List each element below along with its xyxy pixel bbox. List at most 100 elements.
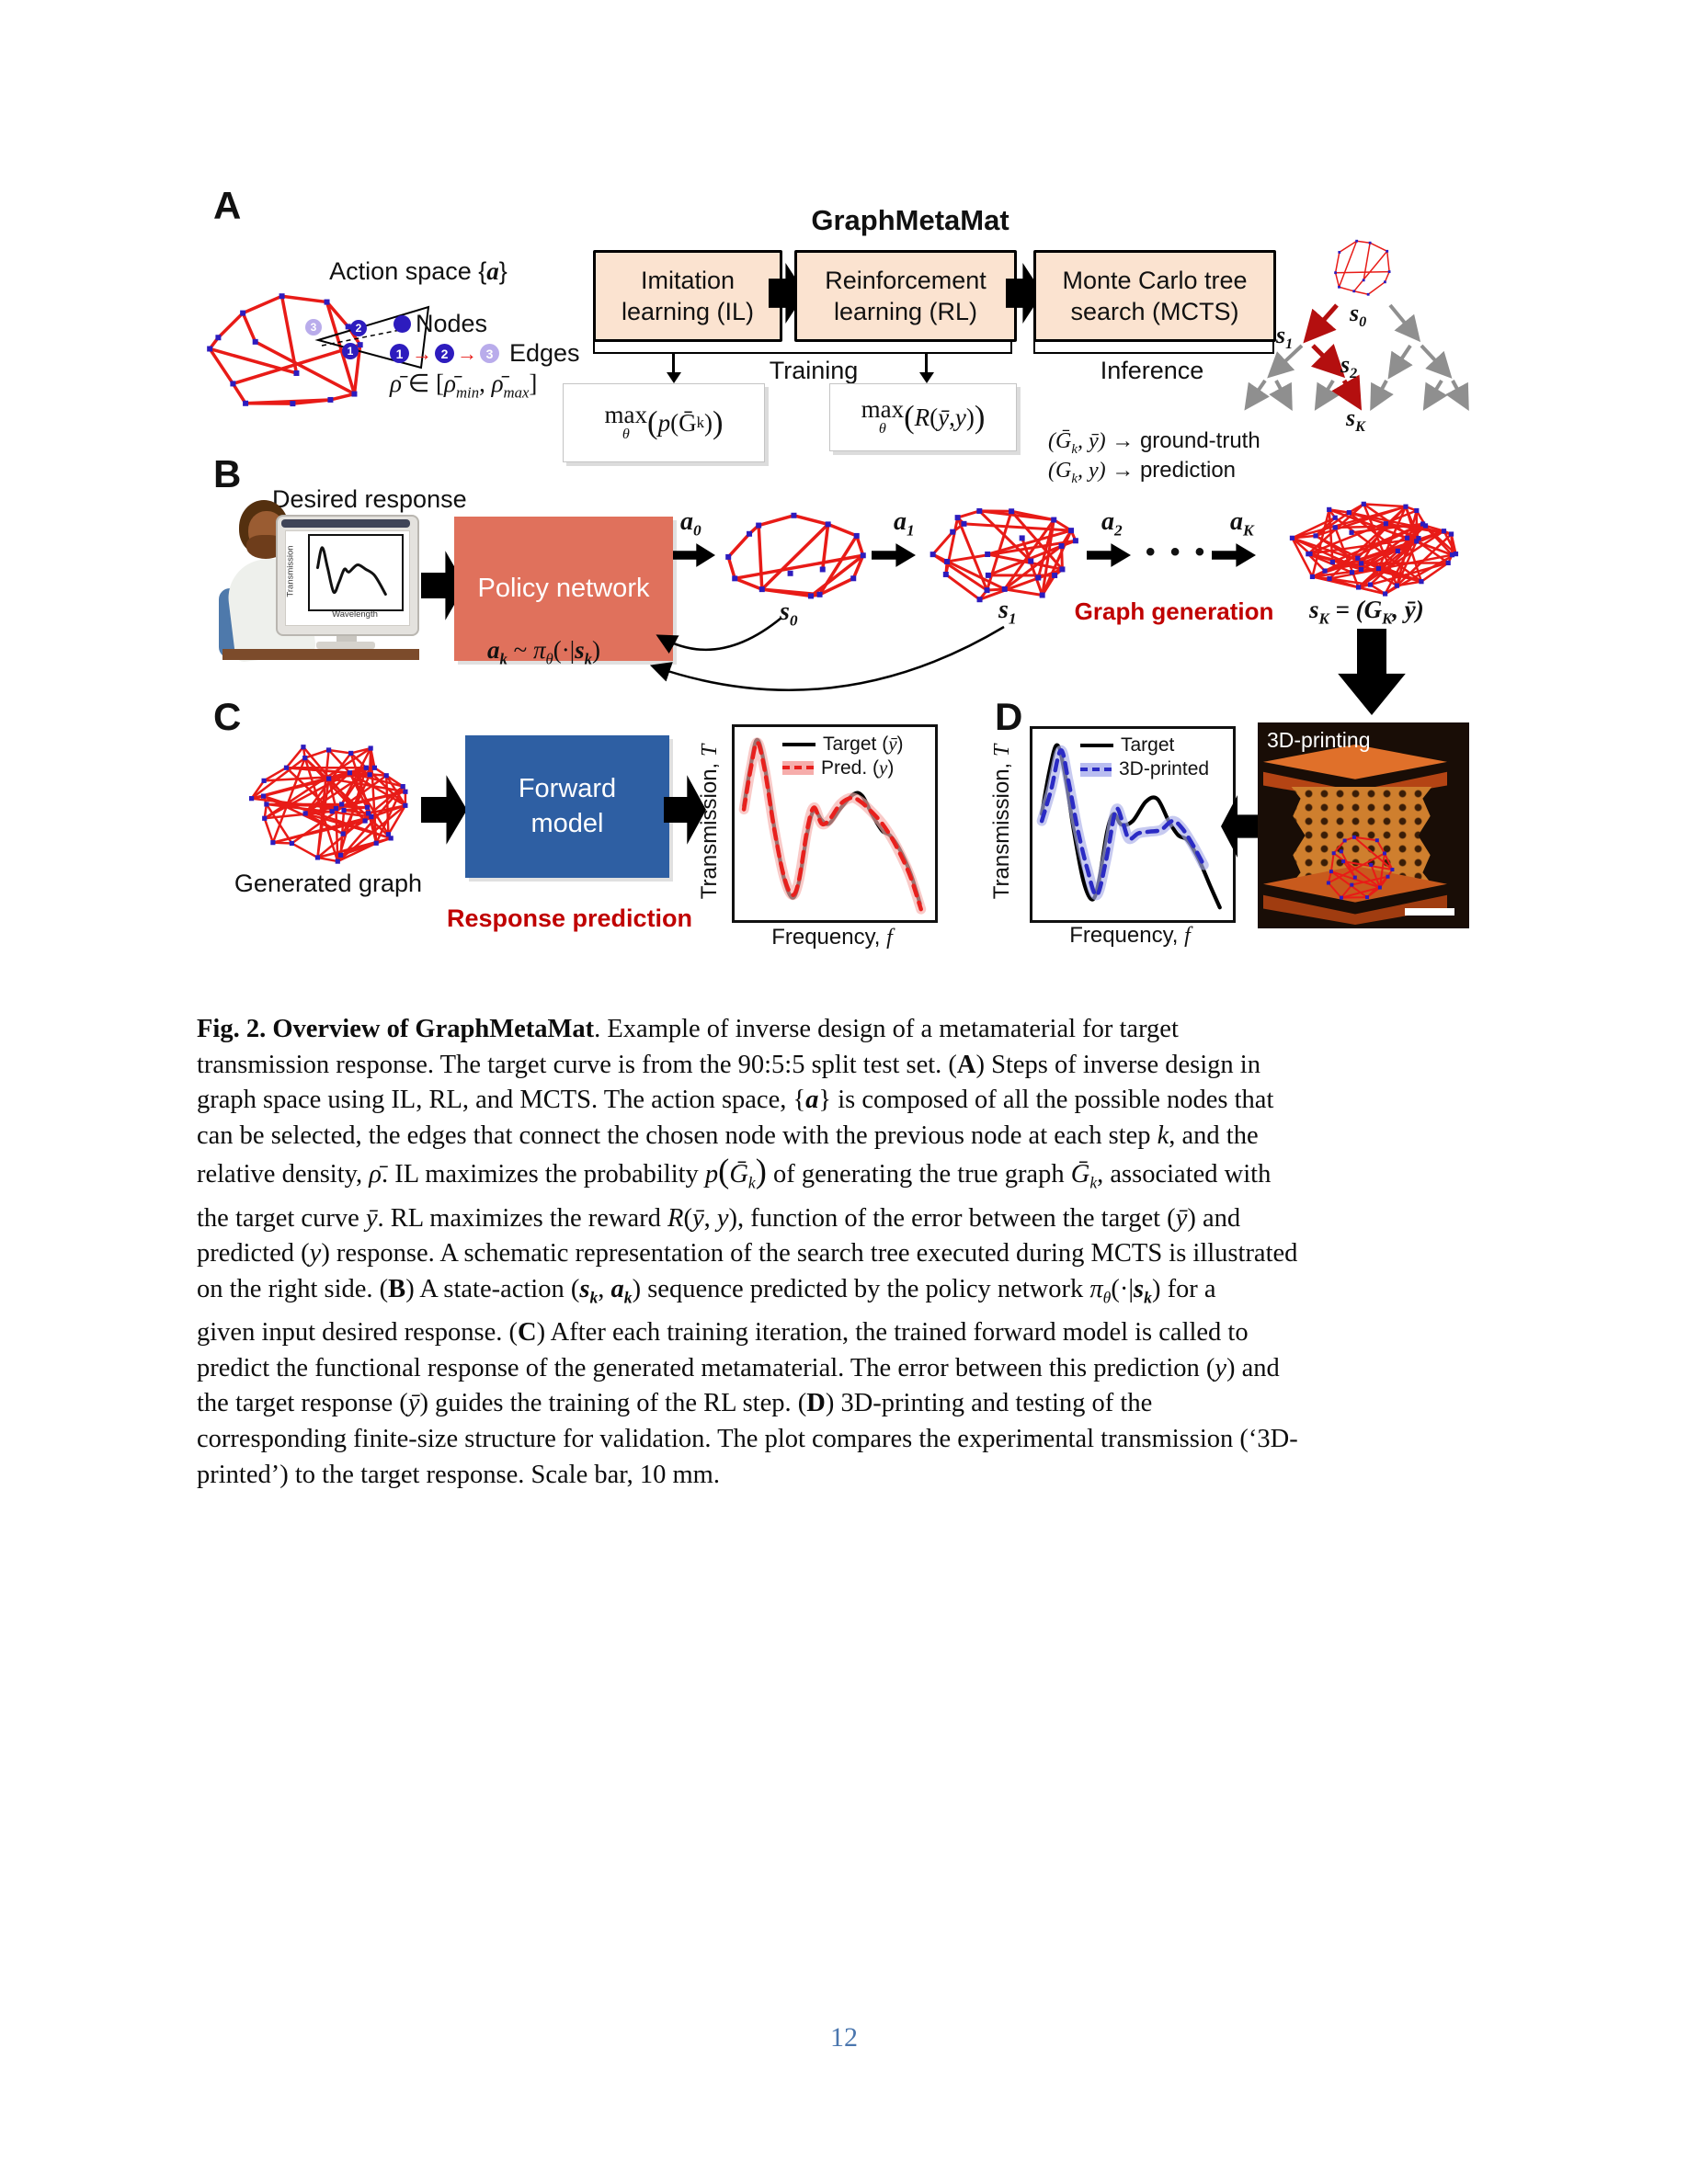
mcts-root-graph xyxy=(1334,239,1391,296)
plot-d: Target 3D-printed xyxy=(1030,726,1236,923)
response-prediction-label: Response prediction xyxy=(447,904,693,932)
generated-graph-label: Generated graph xyxy=(234,870,423,897)
edge-arrow-icon: → xyxy=(457,341,477,365)
ellipsis: • • • xyxy=(1146,537,1209,567)
inference-bracket xyxy=(1033,340,1274,354)
graph-generation-label: Graph generation xyxy=(1074,597,1274,625)
sk-graph xyxy=(1289,501,1459,597)
plot-d-legend-target: Target xyxy=(1080,734,1174,756)
page-number: 12 xyxy=(830,2022,858,2053)
edge-step-3: 3 xyxy=(480,344,499,363)
pred-band-swatch-icon xyxy=(782,761,814,775)
plot-c: Target (ȳ) Pred. (y) xyxy=(732,724,938,923)
caption-line: printed’) to the target response. Scale … xyxy=(197,1460,720,1489)
a1-label: a1 xyxy=(894,507,915,540)
prediction-legend: (Gk, y) → prediction xyxy=(1048,458,1237,486)
photo-graph-overlay xyxy=(1326,835,1395,900)
monitor-base xyxy=(316,642,375,649)
caption-line: predicted (y) response. A schematic repr… xyxy=(197,1239,1298,1268)
node-3-badge: 3 xyxy=(305,319,322,336)
caption-line: can be selected, the edges that connect … xyxy=(197,1120,1259,1150)
edge-arrow-icon: → xyxy=(412,341,432,365)
caption-line: graph space using IL, RL, and MCTS. The … xyxy=(197,1086,1274,1115)
mcts-tree xyxy=(1244,303,1469,412)
edge-step-1: 1 xyxy=(390,344,409,363)
forward-in-arrow-icon xyxy=(421,775,467,845)
policy-sampling-formula: ak ~ πθ(·|sk) xyxy=(487,636,601,668)
zoom-wedge-icon xyxy=(314,305,430,370)
feedback-arrows xyxy=(649,617,1005,691)
target-line-swatch-icon xyxy=(1080,744,1113,747)
a1-arrow-icon xyxy=(872,543,916,567)
ground-truth-legend: (Ḡk, ȳ) → ground-truth xyxy=(1048,428,1260,457)
to-printing-arrow-icon xyxy=(1338,629,1406,715)
a2-label: a2 xyxy=(1101,507,1123,540)
training-drop-arrowhead-icon xyxy=(667,372,681,383)
printed-band-swatch-icon xyxy=(1080,762,1112,777)
a0-arrow-icon xyxy=(673,543,715,567)
training-drop-arrow xyxy=(672,352,675,374)
generated-graph xyxy=(249,745,408,864)
panel-b-label: B xyxy=(213,452,242,495)
s1-label: s1 xyxy=(998,596,1017,628)
plot-d-xlabel: Frequency, f xyxy=(1069,923,1191,948)
printed-sample-photo: 3D-printing xyxy=(1258,722,1469,928)
caption-line: transmission response. The target curve … xyxy=(197,1050,1260,1079)
figure-title: GraphMetaMat xyxy=(811,204,1009,236)
plot-c-legend-target: Target (ȳ) xyxy=(782,733,904,756)
training-drop-arrowhead-icon xyxy=(919,372,934,383)
inference-label: Inference xyxy=(1100,357,1204,384)
caption-line: relative density, ρ̄. IL maximizes the p… xyxy=(197,1152,1272,1193)
figure-caption: Fig. 2. Overview of GraphMetaMat. Exampl… xyxy=(197,1012,1466,1493)
node-2-badge: 2 xyxy=(350,320,367,336)
nodes-legend-label: Nodes xyxy=(416,310,488,337)
training-label: Training xyxy=(769,357,859,384)
desk xyxy=(222,649,419,660)
training-drop-arrow xyxy=(925,352,928,374)
caption-line: the target curve ȳ. RL maximizes the re… xyxy=(197,1203,1241,1233)
monitor-top-bar xyxy=(281,519,410,528)
caption-line: on the right side. (B) A state-action (s… xyxy=(197,1274,1216,1307)
miniplot-ylabel: Transmission xyxy=(285,545,296,597)
plot-c-xlabel: Frequency, f xyxy=(771,925,893,950)
caption-line: the target response (ȳ) guides the trai… xyxy=(197,1389,1153,1418)
plot-c-ylabel: Transmission, T xyxy=(697,744,722,900)
training-bracket xyxy=(593,340,1012,354)
plot-c-legend-pred: Pred. (y) xyxy=(782,756,894,779)
tree-s2-label: s2 xyxy=(1340,351,1358,382)
tree-s0-label: s0 xyxy=(1350,300,1367,331)
s1-graph xyxy=(930,507,1078,603)
desired-response-label: Desired response xyxy=(272,485,467,513)
edges-legend-label: Edges xyxy=(509,339,580,367)
plot-d-ylabel: Transmission, T xyxy=(989,744,1014,900)
caption-line: given input desired response. (C) After … xyxy=(197,1318,1249,1348)
caption-line: predict the functional response of the g… xyxy=(197,1353,1280,1382)
monitor-screen: Transmission Wavelength xyxy=(285,530,410,626)
desired-response-curve xyxy=(315,546,387,596)
a2-arrow-icon xyxy=(1087,543,1131,567)
density-range-formula: ρ̄ ∈ [ρ̄min, ρ̄max] xyxy=(390,370,538,402)
target-line-swatch-icon xyxy=(782,742,815,746)
panel-a-label: A xyxy=(213,184,242,227)
s0-graph xyxy=(725,512,866,599)
ak-arrow-icon xyxy=(1212,543,1256,567)
plot-d-legend-printed: 3D-printed xyxy=(1080,758,1209,780)
user-illustration: Transmission Wavelength xyxy=(219,500,430,663)
panel-d-label: D xyxy=(995,695,1023,738)
photo-title: 3D-printing xyxy=(1267,728,1371,752)
miniplot-xlabel: Wavelength xyxy=(332,609,378,620)
plot-c-curves xyxy=(738,737,927,915)
sk-equation: sK = (GK, ȳ) xyxy=(1309,596,1424,628)
desired-response-miniplot-frame xyxy=(308,534,404,611)
monitor: Transmission Wavelength xyxy=(276,515,419,636)
plot-d-curves xyxy=(1036,743,1222,910)
tree-s1-label: s1 xyxy=(1276,322,1294,353)
policy-network-box: Policy network xyxy=(454,517,673,661)
node-1-badge: 1 xyxy=(342,343,359,359)
a0-label: a0 xyxy=(680,507,701,540)
edge-step-2: 2 xyxy=(435,344,454,363)
